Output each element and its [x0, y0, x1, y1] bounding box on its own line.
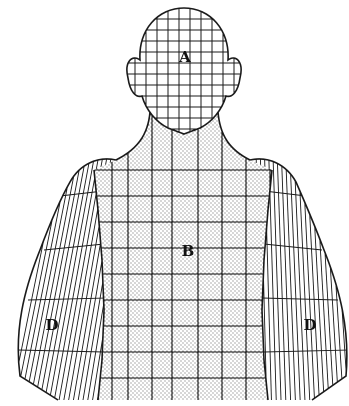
label-head: A — [178, 48, 191, 66]
label-torso: B — [182, 242, 195, 260]
label-right-arm: D — [303, 316, 316, 334]
head-region — [120, 0, 250, 140]
label-left-arm: D — [45, 316, 58, 334]
